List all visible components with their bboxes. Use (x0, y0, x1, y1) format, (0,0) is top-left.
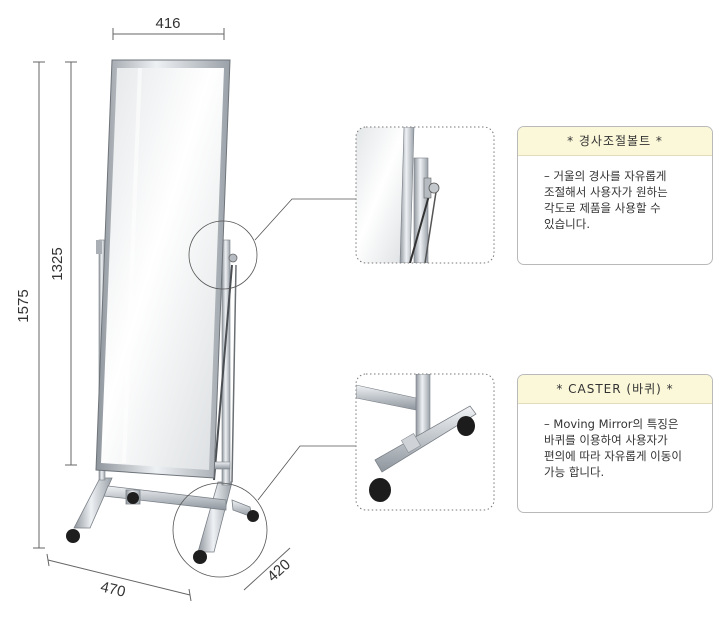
caster-wheel-icon (127, 492, 139, 504)
detail-caster (355, 373, 495, 511)
dimension-top-width: 416 (155, 15, 180, 32)
dimension-base-depth: 420 (264, 556, 294, 585)
callout-tilt-bolt-title: * 경사조절볼트 * (518, 127, 712, 156)
callout-caster-title: * CASTER (바퀴) * (518, 375, 712, 404)
zoom-markers (172, 198, 356, 578)
caster-detail-wheel-icon (457, 416, 475, 436)
tilt-bolt-icon (228, 253, 238, 263)
tilt-bolt-detail-icon (428, 182, 440, 194)
dimension-lines (33, 28, 291, 602)
caster-wheel-icon (193, 550, 207, 564)
callout-tilt-bolt-description: – 거울의 경사를 자유롭게 조절해서 사용자가 원하는 각도로 제품을 사용할… (544, 169, 668, 231)
detail-tilt-bolt (355, 126, 495, 264)
caster-wheel-icon (66, 529, 80, 543)
caster-wheel-icon (247, 510, 259, 522)
caster-detail-wheel-icon (369, 478, 391, 502)
callout-caster: * CASTER (바퀴) * – Moving Mirror의 특징은 바퀴를… (517, 374, 713, 513)
dimension-base-width: 470 (99, 579, 127, 601)
callout-tilt-bolt: * 경사조절볼트 * – 거울의 경사를 자유롭게 조절해서 사용자가 원하는 … (517, 126, 713, 265)
mirror-stand (66, 59, 259, 564)
callout-caster-description: – Moving Mirror의 특징은 바퀴를 이용하여 사용자가 편의에 따… (544, 417, 682, 479)
dimension-total-height: 1575 (15, 289, 32, 322)
dimension-mirror-height: 1325 (49, 247, 66, 280)
